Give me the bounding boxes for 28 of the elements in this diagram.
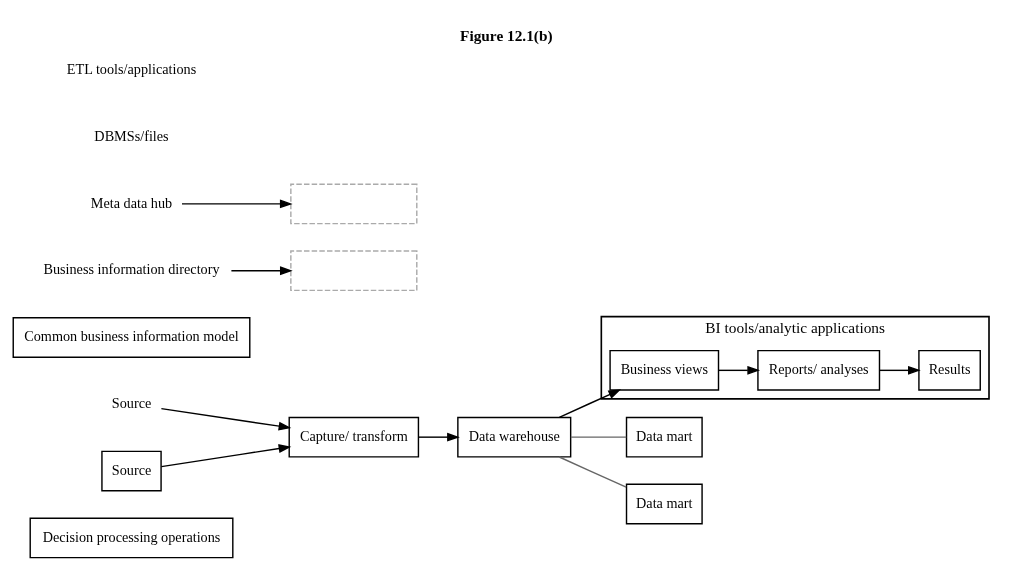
node-box: Capture/ transform — [288, 416, 420, 458]
connector — [558, 456, 627, 488]
arrow — [717, 365, 761, 375]
arrow — [878, 365, 921, 375]
node-text: Source — [111, 395, 152, 412]
node-box — [290, 250, 418, 292]
arrow — [230, 266, 293, 276]
diagram-title: Figure 12.1(b) — [460, 26, 553, 44]
label: ETL tools/applications — [66, 61, 197, 77]
arrow — [418, 432, 460, 442]
arrow — [160, 444, 292, 468]
node-box: Data mart — [625, 416, 703, 458]
node-box: Reports/ analyses — [757, 349, 881, 391]
node-box: Common business information model — [12, 317, 251, 358]
node-box: Data warehouse — [457, 416, 572, 458]
label: DBMSs/files — [94, 127, 169, 144]
arrow — [558, 389, 622, 418]
node-box — [290, 183, 418, 225]
node-box: Results — [918, 349, 981, 391]
node-text: Meta data hub — [90, 194, 173, 211]
arrow — [181, 199, 293, 209]
node-box: Data mart — [625, 483, 703, 525]
node-box: Decision processing operations — [29, 517, 234, 559]
node-box: Business views — [609, 349, 720, 391]
node-text: Business information directory — [43, 261, 220, 278]
connector — [570, 436, 627, 438]
node-box: Source — [101, 450, 162, 492]
arrow — [160, 407, 292, 431]
